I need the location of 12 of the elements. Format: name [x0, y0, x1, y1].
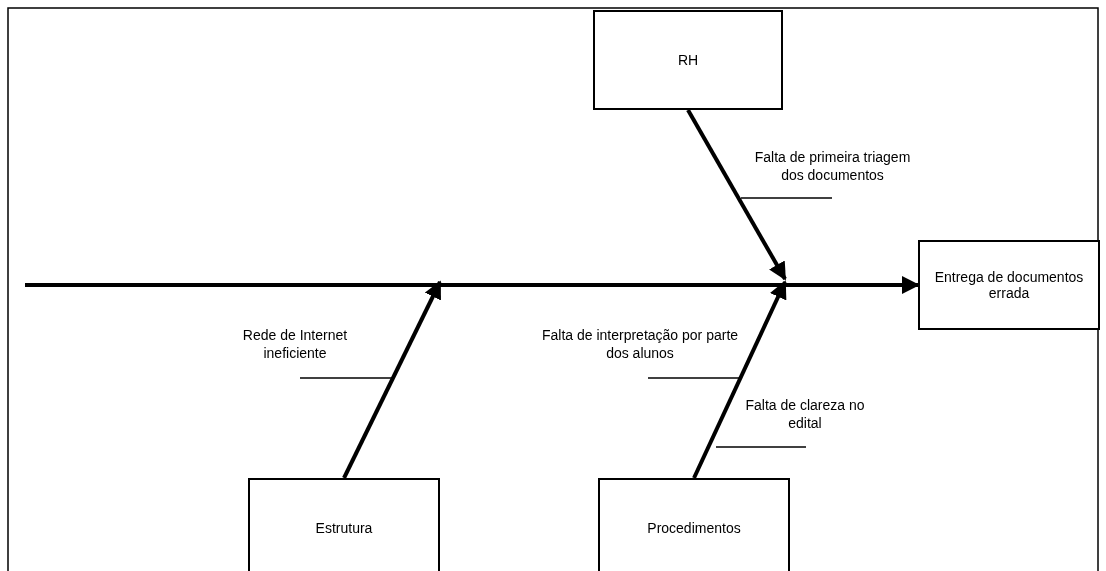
cause-label: Falta de interpretação por parte dos alunos: [540, 326, 740, 362]
arrow: [686, 109, 787, 281]
category-box: RH: [593, 10, 783, 110]
effect-box: Entrega de documentos errada: [918, 240, 1100, 330]
cause-label: Falta de clareza no edital: [744, 396, 866, 432]
arrow: [692, 280, 787, 479]
category-box: Procedimentos: [598, 478, 790, 571]
arrow: [342, 280, 442, 479]
category-box: Estrutura: [248, 478, 440, 571]
spine-arrow: [25, 276, 920, 294]
cause-label: Falta de primeira triagem dos documentos: [753, 148, 912, 184]
cause-label: Rede de Internet ineficiente: [241, 326, 349, 362]
